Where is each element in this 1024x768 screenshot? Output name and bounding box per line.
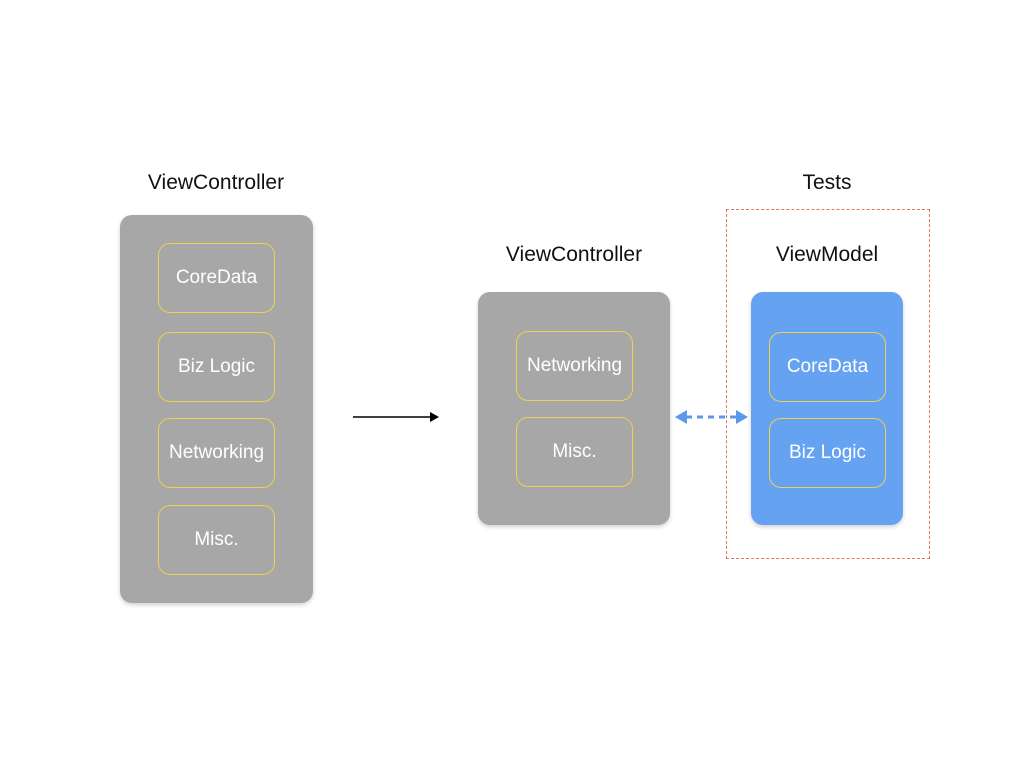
after-module-misc: Misc.: [516, 417, 633, 487]
before-module-coredata: CoreData: [158, 243, 275, 313]
after-viewcontroller-panel: [478, 292, 670, 525]
before-module-networking: Networking: [158, 418, 275, 488]
before-viewcontroller-panel: [120, 215, 313, 603]
tests-title: Tests: [802, 171, 852, 194]
transform-arrow: [353, 412, 439, 422]
after-module-networking: Networking: [516, 331, 633, 401]
viewmodel-module-biz-logic: Biz Logic: [769, 418, 886, 488]
after-viewcontroller-title: ViewController: [505, 243, 643, 266]
before-module-biz-logic: Biz Logic: [158, 332, 275, 402]
viewmodel-title: ViewModel: [775, 243, 879, 266]
viewmodel-module-coredata: CoreData: [769, 332, 886, 402]
before-viewcontroller-title: ViewController: [147, 171, 285, 194]
before-module-misc: Misc.: [158, 505, 275, 575]
binding-arrow: [675, 410, 748, 424]
tests-boundary: [726, 209, 930, 559]
viewmodel-panel: [751, 292, 903, 525]
